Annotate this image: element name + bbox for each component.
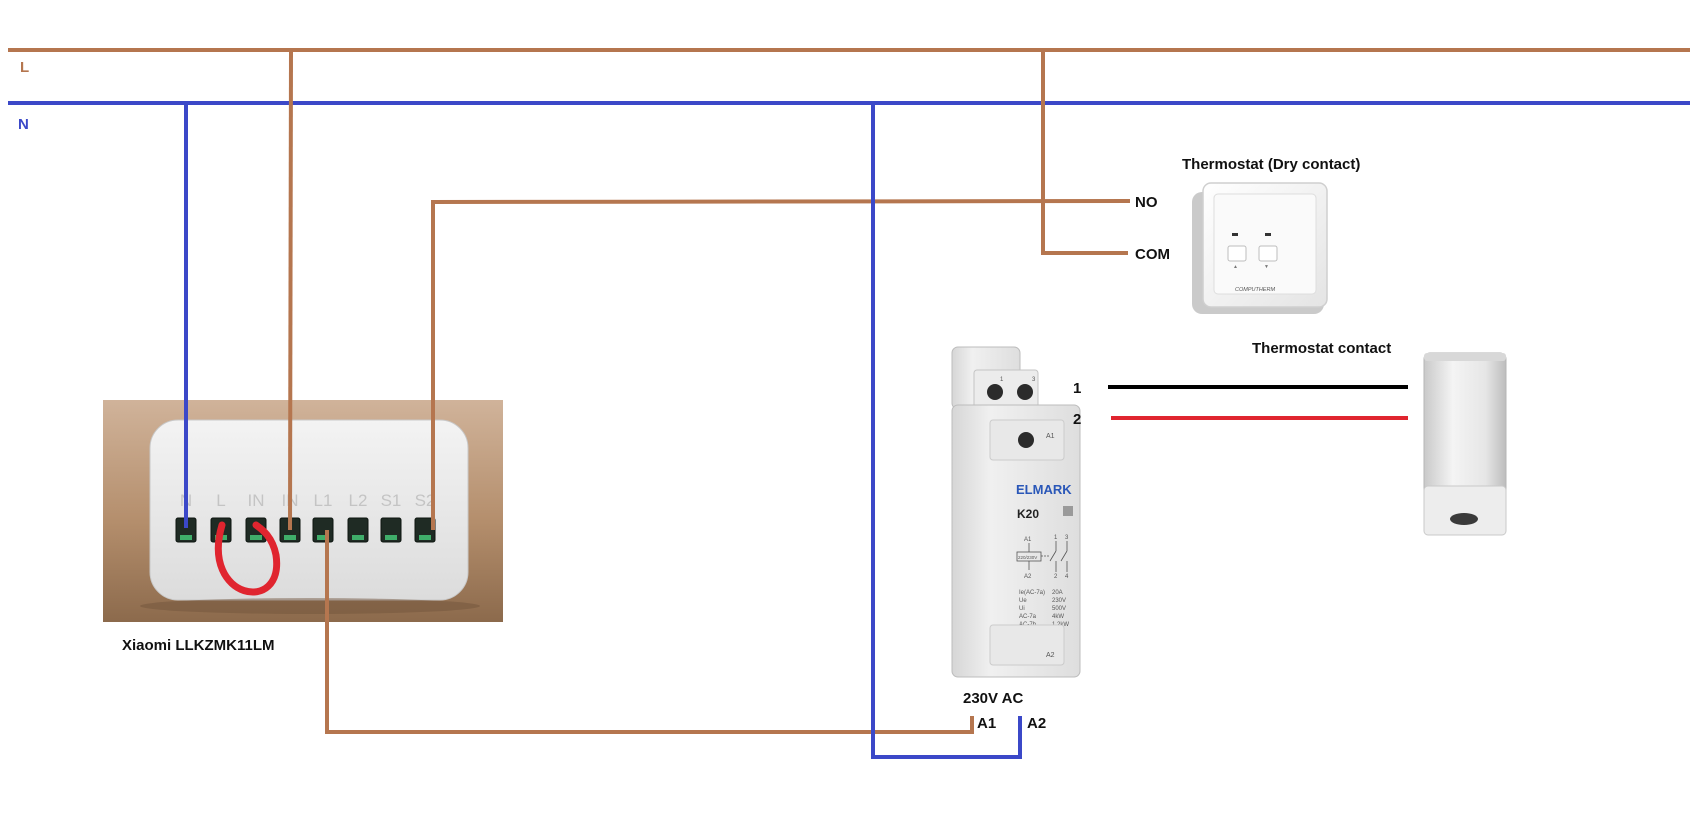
contactor-bottom-recess bbox=[989, 624, 1065, 666]
relay-terminal-contact-6 bbox=[352, 535, 364, 540]
thermostat-button-left-label: ▲ bbox=[1233, 264, 1238, 270]
thermostat-led-left bbox=[1232, 233, 1238, 236]
contactor-coil-box-text: 220/230V bbox=[1018, 555, 1037, 560]
relay-terminal-label-5: L1 bbox=[314, 491, 333, 510]
thermostat-button-right-label: ▼ bbox=[1264, 264, 1269, 270]
relay-terminal-label-7: S1 bbox=[381, 491, 402, 510]
thermostat-brand: COMPUTHERM bbox=[1235, 287, 1275, 293]
contactor-spec-left-1: Ie(AC-7a) bbox=[1019, 590, 1045, 596]
contactor-symbol-a2: A2 bbox=[1024, 574, 1032, 580]
heater-wire-2-label: 2 bbox=[1073, 411, 1081, 428]
contactor-spec-right-4: 4kW bbox=[1052, 614, 1064, 620]
thermostat-button-down bbox=[1227, 245, 1247, 262]
relay-l1-to-contactor-a1-wire bbox=[325, 530, 974, 734]
heater-wire-1-label: 1 bbox=[1073, 380, 1081, 397]
terminal-screw-1-icon bbox=[987, 384, 1003, 400]
relay-shadow bbox=[140, 598, 480, 614]
relay-terminal-label-8: S2 bbox=[415, 491, 436, 510]
thermostat-inner-panel bbox=[1213, 193, 1317, 295]
contactor-schematic-symbol bbox=[1016, 541, 1068, 572]
contactor-symbol-1: 1 bbox=[1054, 535, 1058, 541]
relay-terminal-contact-1 bbox=[180, 535, 192, 540]
contactor-spec-left-2: Ue bbox=[1019, 598, 1027, 604]
contactor-spec-right-2: 230V bbox=[1052, 598, 1066, 604]
relay-terminal-contact-8 bbox=[419, 535, 431, 540]
xiaomi-relay-module: NLININL1L2S1S2 bbox=[103, 400, 503, 622]
neutral-bus-label: N bbox=[18, 116, 29, 133]
contactor-spec-right-3: 500V bbox=[1052, 606, 1066, 612]
live-to-relay-in-wire bbox=[288, 49, 293, 531]
contactor-brand: ELMARK bbox=[1016, 482, 1072, 497]
contactor-indicator-window bbox=[1063, 506, 1073, 516]
live-bus-label: L bbox=[20, 59, 29, 76]
relay-terminal-contact-3 bbox=[250, 535, 262, 540]
heater-top-cap bbox=[1424, 353, 1506, 361]
contactor-spec-left-4: AC-7a bbox=[1019, 614, 1037, 620]
thermostat-button-up bbox=[1258, 245, 1278, 262]
contactor-main-body bbox=[951, 404, 1081, 678]
contactor-device: 1 3 A1 ELMARK K20 A1 A2 1 3 2 4 220/230V… bbox=[951, 346, 1081, 678]
heater-title: Thermostat contact bbox=[1252, 340, 1391, 357]
relay-terminal-label-3: IN bbox=[248, 491, 265, 510]
contactor-spec-right-1: 20A bbox=[1052, 590, 1063, 596]
heater-control-panel bbox=[1450, 513, 1478, 525]
thermostat-led-right bbox=[1265, 233, 1271, 236]
contactor-terminal-1-top: 1 bbox=[1000, 377, 1004, 383]
neutral-to-contactor-a2-wire bbox=[871, 103, 1022, 759]
live-to-thermostat-com-wire bbox=[1041, 50, 1128, 255]
contactor-terminal-a1-text: A1 bbox=[1046, 433, 1055, 440]
contactor-symbol-a1: A1 bbox=[1024, 537, 1032, 543]
red-jumper-wire bbox=[214, 521, 281, 596]
relay-s2-to-thermostat-no-wire bbox=[431, 199, 1131, 530]
contactor-a1-label: A1 bbox=[977, 715, 996, 732]
relay-terminal-contact-4 bbox=[284, 535, 296, 540]
thermostat-device: ▲ ▼ COMPUTHERM bbox=[1192, 182, 1328, 314]
contactor-symbol-4: 4 bbox=[1065, 574, 1069, 580]
relay-name-label: Xiaomi LLKZMK11LM bbox=[122, 637, 275, 654]
thermostat-com-label: COM bbox=[1135, 246, 1170, 263]
relay-terminal-contact-5 bbox=[317, 535, 329, 540]
relay-terminal-label-2: L bbox=[216, 491, 225, 510]
contactor-symbol-3: 3 bbox=[1065, 535, 1069, 541]
contactor-coil-label: 230V AC bbox=[963, 690, 1023, 707]
relay-terminal-contact-7 bbox=[385, 535, 397, 540]
contactor-terminal-a2-text: A2 bbox=[1046, 652, 1055, 659]
relay-terminal-label-6: L2 bbox=[349, 491, 368, 510]
water-heater-device bbox=[1423, 352, 1507, 536]
terminal-screw-a1-icon bbox=[1018, 432, 1034, 448]
terminal-screw-3-icon bbox=[1017, 384, 1033, 400]
contactor-model: K20 bbox=[1017, 507, 1039, 521]
relay-body bbox=[149, 419, 469, 601]
thermostat-title: Thermostat (Dry contact) bbox=[1182, 156, 1360, 173]
thermostat-no-label: NO bbox=[1135, 194, 1158, 211]
contactor-spec-left-3: Ui bbox=[1019, 606, 1025, 612]
contactor-terminal-3-top: 3 bbox=[1032, 377, 1036, 383]
heater-bottom-band bbox=[1423, 485, 1507, 536]
contactor-symbol-2: 2 bbox=[1054, 574, 1058, 580]
contactor-a2-label: A2 bbox=[1027, 715, 1046, 732]
